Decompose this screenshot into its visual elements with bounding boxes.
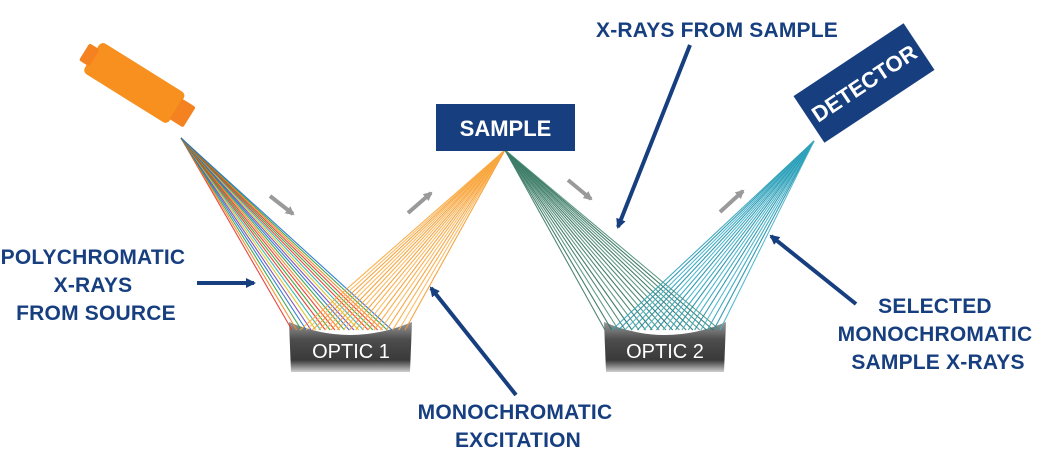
x-ray-line	[180, 137, 298, 331]
arrow-icon	[268, 194, 295, 216]
x-ray-line	[180, 137, 364, 331]
x-ray-line	[318, 149, 506, 331]
x-ray-line	[713, 140, 815, 331]
x-ray-line	[637, 140, 815, 331]
x-ray-line	[180, 137, 341, 331]
x-ray-line	[681, 140, 815, 331]
x-ray-line	[180, 137, 360, 331]
x-ray-line	[630, 140, 815, 331]
x-ray-line	[504, 149, 674, 331]
optic-2: OPTIC 2	[604, 322, 727, 374]
x-ray-line	[504, 149, 687, 331]
x-ray-line	[180, 137, 393, 331]
arrow-icon	[429, 286, 518, 397]
x-ray-line	[299, 149, 506, 331]
x-ray-line	[504, 149, 613, 331]
arrow-icon	[616, 44, 692, 229]
x-ray-line	[611, 140, 815, 331]
optic-1: OPTIC 1	[289, 322, 413, 374]
x-ray-line	[386, 149, 506, 331]
x-ray-line	[180, 137, 307, 331]
x-ray-line	[504, 149, 660, 331]
x-ray-line	[180, 137, 312, 331]
x-ray-line	[398, 149, 506, 331]
excitation-beam	[299, 149, 506, 331]
x-ray-line	[504, 149, 633, 331]
x-ray-line	[504, 149, 640, 331]
x-ray-line	[348, 149, 506, 331]
x-ray-line	[330, 149, 506, 331]
x-ray-line	[180, 137, 317, 331]
x-ray-line	[675, 140, 815, 331]
x-ray-line	[367, 149, 506, 331]
x-ray-line	[180, 137, 331, 331]
x-ray-line	[504, 149, 680, 331]
x-ray-line	[504, 149, 619, 331]
x-ray-line	[379, 149, 506, 331]
x-ray-line	[504, 149, 701, 331]
x-ray-line	[336, 149, 506, 331]
source-beam	[180, 137, 393, 331]
x-ray-line	[311, 149, 506, 331]
arrow-icon	[566, 178, 593, 201]
x-ray-source-icon	[79, 43, 196, 127]
x-ray-line	[668, 140, 815, 331]
x-ray-line	[504, 149, 606, 331]
arrow-icon	[718, 189, 745, 214]
x-ray-line	[504, 149, 714, 331]
selected-label: SELECTED MONOCHROMATIC SAMPLE X-RAYS	[838, 295, 1039, 374]
x-ray-line	[392, 149, 506, 331]
optic-crystal-icon	[604, 322, 726, 372]
selected-beam	[611, 140, 815, 331]
x-ray-line	[700, 140, 815, 331]
x-ray-line	[504, 149, 721, 331]
sample-beam	[504, 149, 721, 331]
x-ray-line	[180, 137, 326, 331]
optic-1-label: OPTIC 1	[312, 341, 390, 363]
x-ray-line	[342, 149, 506, 331]
x-ray-line	[305, 149, 506, 331]
x-ray-line	[719, 140, 815, 331]
arrow-icon	[406, 191, 433, 215]
x-ray-line	[180, 137, 355, 331]
x-ray-line	[180, 137, 345, 331]
optic-crystal-icon	[289, 322, 412, 372]
source-label: POLYCHROMATIC X-RAYS FROM SOURCE	[1, 246, 192, 325]
arrow-icon	[769, 234, 858, 306]
x-ray-line	[404, 149, 506, 331]
x-ray-line	[180, 137, 293, 331]
optic-2-label: OPTIC 2	[626, 341, 704, 363]
x-ray-line	[180, 137, 336, 331]
x-ray-line	[180, 137, 322, 331]
x-ray-line	[617, 140, 815, 331]
x-ray-line	[504, 149, 667, 331]
sample-box: SAMPLE	[436, 104, 575, 151]
x-ray-line	[180, 137, 350, 331]
x-ray-line	[504, 149, 647, 331]
x-ray-line	[324, 149, 506, 331]
x-ray-line	[504, 149, 653, 331]
x-ray-line	[643, 140, 815, 331]
x-ray-line	[649, 140, 815, 331]
x-ray-line	[361, 149, 506, 331]
x-ray-line	[373, 149, 506, 331]
x-ray-line	[180, 137, 302, 331]
x-ray-line	[694, 140, 815, 331]
x-ray-line	[504, 149, 626, 331]
x-ray-line	[504, 149, 694, 331]
x-ray-line	[355, 149, 506, 331]
sample-label: SAMPLE	[460, 116, 552, 141]
excitation-label: MONOCHROMATIC EXCITATION	[418, 401, 619, 452]
x-ray-line	[656, 140, 815, 331]
x-ray-line	[504, 149, 707, 331]
x-ray-line	[662, 140, 815, 331]
from-sample-label: X-RAYS FROM SAMPLE	[596, 19, 838, 42]
x-ray-line	[706, 140, 815, 331]
x-ray-line	[624, 140, 815, 331]
x-ray-line	[687, 140, 815, 331]
